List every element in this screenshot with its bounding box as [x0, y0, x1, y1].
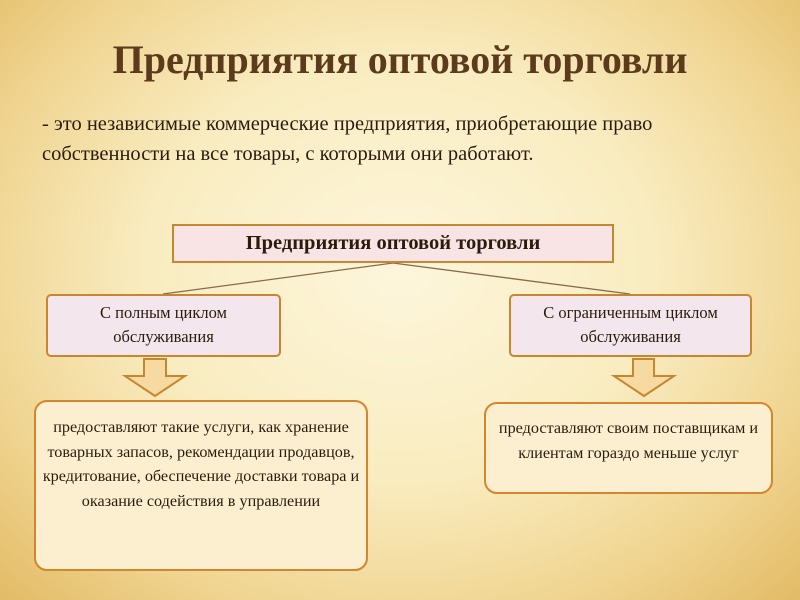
full-cycle-description: предоставляют такие услуги, как хранение… — [34, 400, 368, 571]
limited-cycle-description: предоставляют своим поставщикам и клиент… — [484, 402, 773, 494]
page-title: Предприятия оптовой торговли — [112, 37, 688, 82]
down-arrow-right-icon — [610, 358, 678, 398]
diagram-root-box: Предприятия оптовой торговли — [172, 224, 614, 263]
limited-cycle-box: С ограниченным циклом обслуживания — [509, 294, 752, 357]
full-cycle-box: С полным циклом обслуживания — [46, 294, 281, 357]
down-arrow-left-icon — [121, 358, 189, 398]
connector-left — [162, 262, 394, 295]
definition-text: - это независимые коммерческие предприят… — [42, 113, 653, 165]
connector-right — [392, 262, 631, 295]
